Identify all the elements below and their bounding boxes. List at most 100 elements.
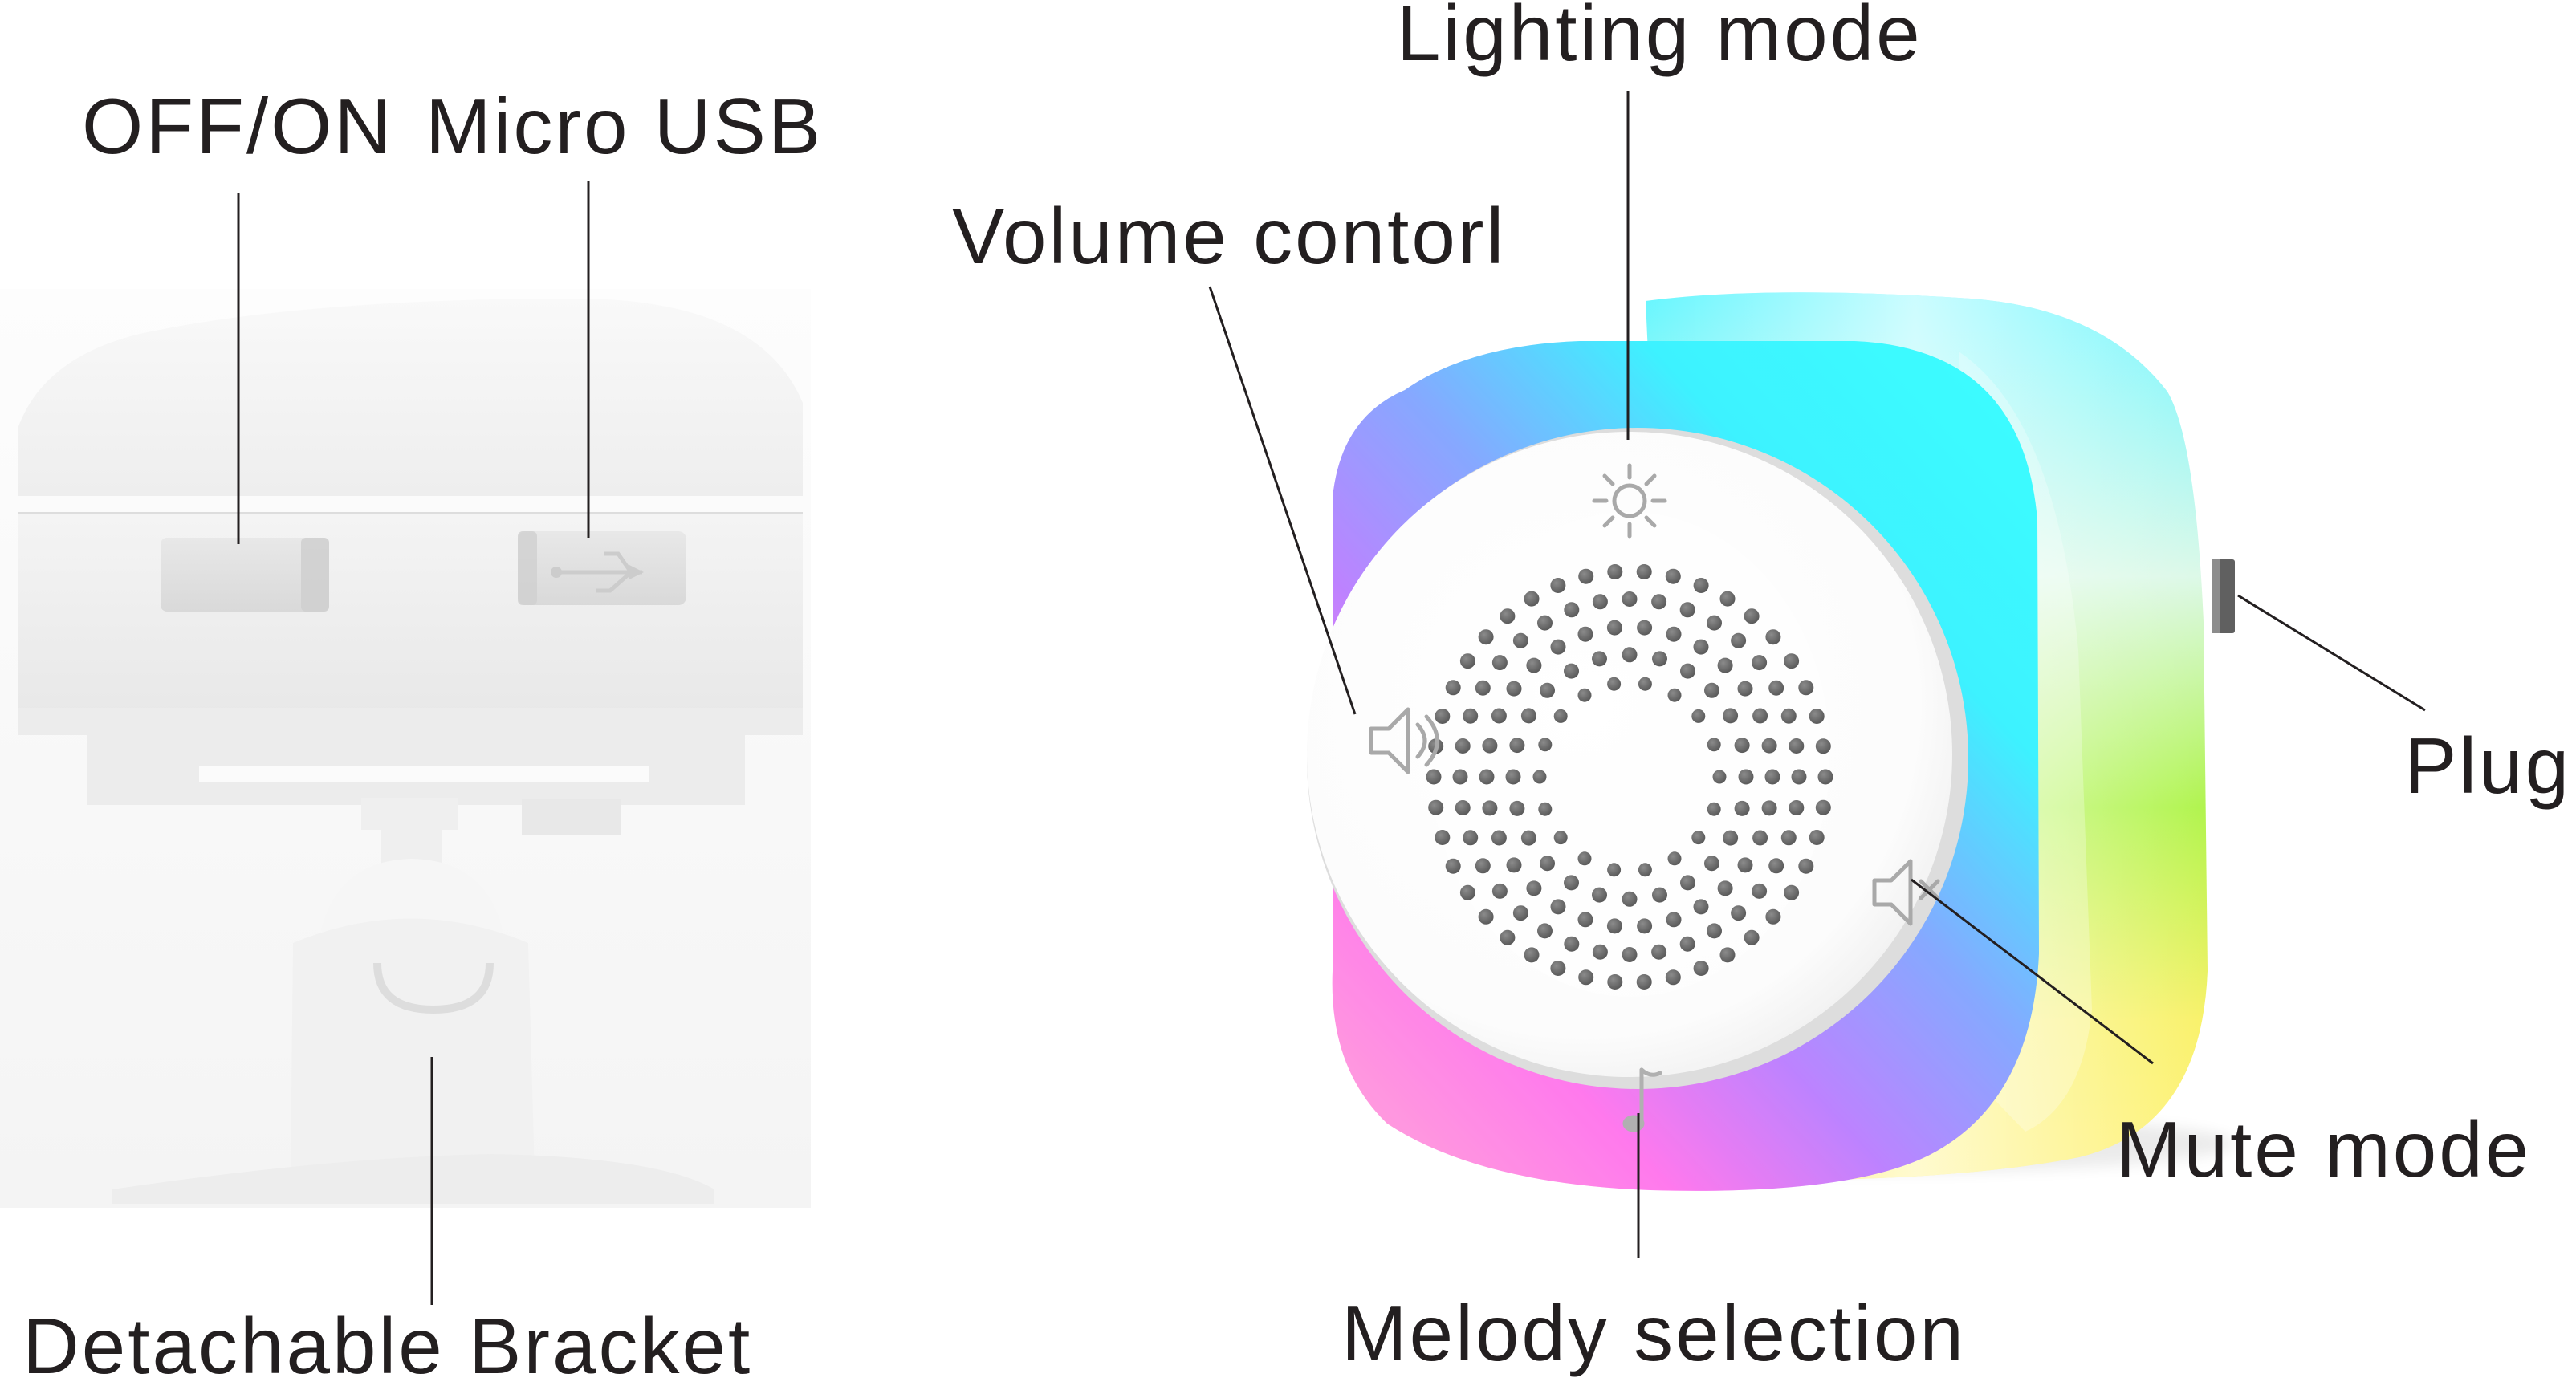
speaker-hole	[1479, 769, 1495, 785]
speaker-hole	[1607, 974, 1623, 990]
speaker-hole	[1577, 688, 1592, 702]
speaker-hole	[1506, 681, 1522, 697]
speaker-hole	[1752, 655, 1768, 671]
speaker-hole	[1500, 608, 1516, 624]
detachable-bracket	[112, 825, 714, 1204]
speaker-hole	[1666, 626, 1682, 642]
speaker-hole	[1665, 969, 1681, 986]
speaker-hole	[1491, 655, 1508, 671]
speaker-hole	[1636, 564, 1652, 579]
speaker-hole	[1737, 681, 1753, 697]
speaker-hole	[1455, 800, 1471, 815]
speaker-hole	[1815, 799, 1831, 815]
speaker-hole	[1455, 738, 1471, 754]
melody-selection-label: Melody selection	[1341, 1289, 1966, 1377]
speaker-hole	[1719, 947, 1736, 963]
speaker-hole	[1637, 918, 1653, 934]
speaker-hole	[1637, 620, 1653, 636]
speaker-hole	[1761, 800, 1777, 816]
speaker-hole	[1482, 800, 1498, 816]
plug-leader	[2237, 594, 2426, 712]
speaker-hole	[1652, 887, 1667, 903]
speaker-hole	[1680, 663, 1695, 679]
speaker-hole	[1693, 961, 1709, 976]
speaker-hole	[1564, 875, 1579, 891]
speaker-hole	[1667, 688, 1682, 702]
speaker-hole	[1435, 709, 1451, 724]
speaker-hole	[1491, 830, 1507, 846]
speaker-hole	[1707, 923, 1722, 939]
speaker-hole	[1538, 802, 1553, 816]
speaker-hole	[1780, 830, 1797, 846]
speaker-hole	[1768, 858, 1784, 874]
volume-control-label: Volume contorl	[952, 192, 1507, 280]
off-on-switch[interactable]	[161, 538, 329, 612]
speaker-hole	[1459, 884, 1475, 900]
speaker-hole	[1798, 680, 1814, 696]
speaker-hole	[1665, 568, 1681, 584]
speaker-hole	[1765, 908, 1781, 925]
speaker-hole	[1768, 680, 1784, 696]
speaker-hole	[1704, 856, 1719, 872]
speaker-hole	[1666, 912, 1682, 928]
speaker-hole	[1738, 769, 1754, 785]
detachable-bracket-label: Detachable Bracket	[22, 1302, 753, 1390]
speaker-hole	[1564, 602, 1580, 618]
speaker-hole	[1789, 738, 1805, 754]
lighting-mode-label: Lighting mode	[1397, 0, 1923, 77]
speaker-hole	[1693, 578, 1709, 593]
speaker-hole	[1815, 738, 1831, 754]
speaker-hole	[1809, 830, 1825, 845]
speaker-hole	[1752, 883, 1768, 899]
speaker-hole	[1445, 858, 1461, 874]
speaker-hole	[1744, 608, 1760, 624]
speaker-hole	[1679, 936, 1695, 952]
speaker-hole	[1564, 663, 1579, 679]
speaker-hole	[1478, 908, 1494, 925]
speaker-hole	[1744, 929, 1760, 945]
speaker-hole	[1577, 851, 1592, 866]
speaker-hole	[1506, 857, 1522, 873]
speaker-hole	[1780, 708, 1797, 724]
speaker-hole	[1622, 947, 1638, 962]
speaker-hole	[1577, 912, 1593, 928]
speaker-hole	[1482, 738, 1498, 754]
speaker-hole	[1491, 708, 1507, 724]
speaker-hole	[1667, 851, 1682, 866]
mute-mode-leader	[1911, 878, 2154, 1065]
speaker-hole	[1680, 875, 1695, 891]
speaker-hole	[1607, 564, 1623, 579]
speaker-hole	[1761, 738, 1777, 754]
speaker-volume-icon[interactable]	[1369, 707, 1439, 774]
speaker-hole	[1809, 709, 1825, 724]
speaker-hole	[1691, 831, 1706, 845]
speaker-hole	[1550, 961, 1566, 976]
speaker-hole	[1764, 769, 1780, 785]
speaker-hole	[1712, 770, 1727, 784]
speaker-hole	[1512, 632, 1528, 648]
leader-lines	[237, 91, 2426, 1305]
speaker-hole	[1445, 680, 1461, 696]
speaker-hole	[1651, 944, 1667, 960]
speaker-hole	[1478, 629, 1494, 645]
micro-usb-port[interactable]	[518, 531, 686, 605]
speaker-hole	[1737, 857, 1753, 873]
speaker-hole	[1550, 899, 1566, 915]
speaker-hole	[1704, 682, 1719, 698]
speaker-hole	[1564, 936, 1580, 952]
speaker-hole	[1491, 883, 1508, 899]
micro-usb-label: Micro USB	[425, 82, 824, 170]
speaker-hole	[1606, 918, 1622, 934]
speaker-mute-icon[interactable]	[1872, 859, 1940, 926]
speaker-hole	[1798, 858, 1814, 874]
speaker-hole	[1638, 863, 1652, 877]
speaker-hole	[1707, 802, 1721, 816]
speaker-hole	[1526, 657, 1542, 673]
speaker-hole	[1592, 651, 1607, 667]
speaker-hole	[1651, 594, 1667, 610]
left-product-view	[0, 289, 811, 1208]
speaker-hole	[1791, 769, 1807, 785]
sun-icon[interactable]	[1592, 463, 1667, 539]
speaker-hole	[1540, 682, 1555, 698]
